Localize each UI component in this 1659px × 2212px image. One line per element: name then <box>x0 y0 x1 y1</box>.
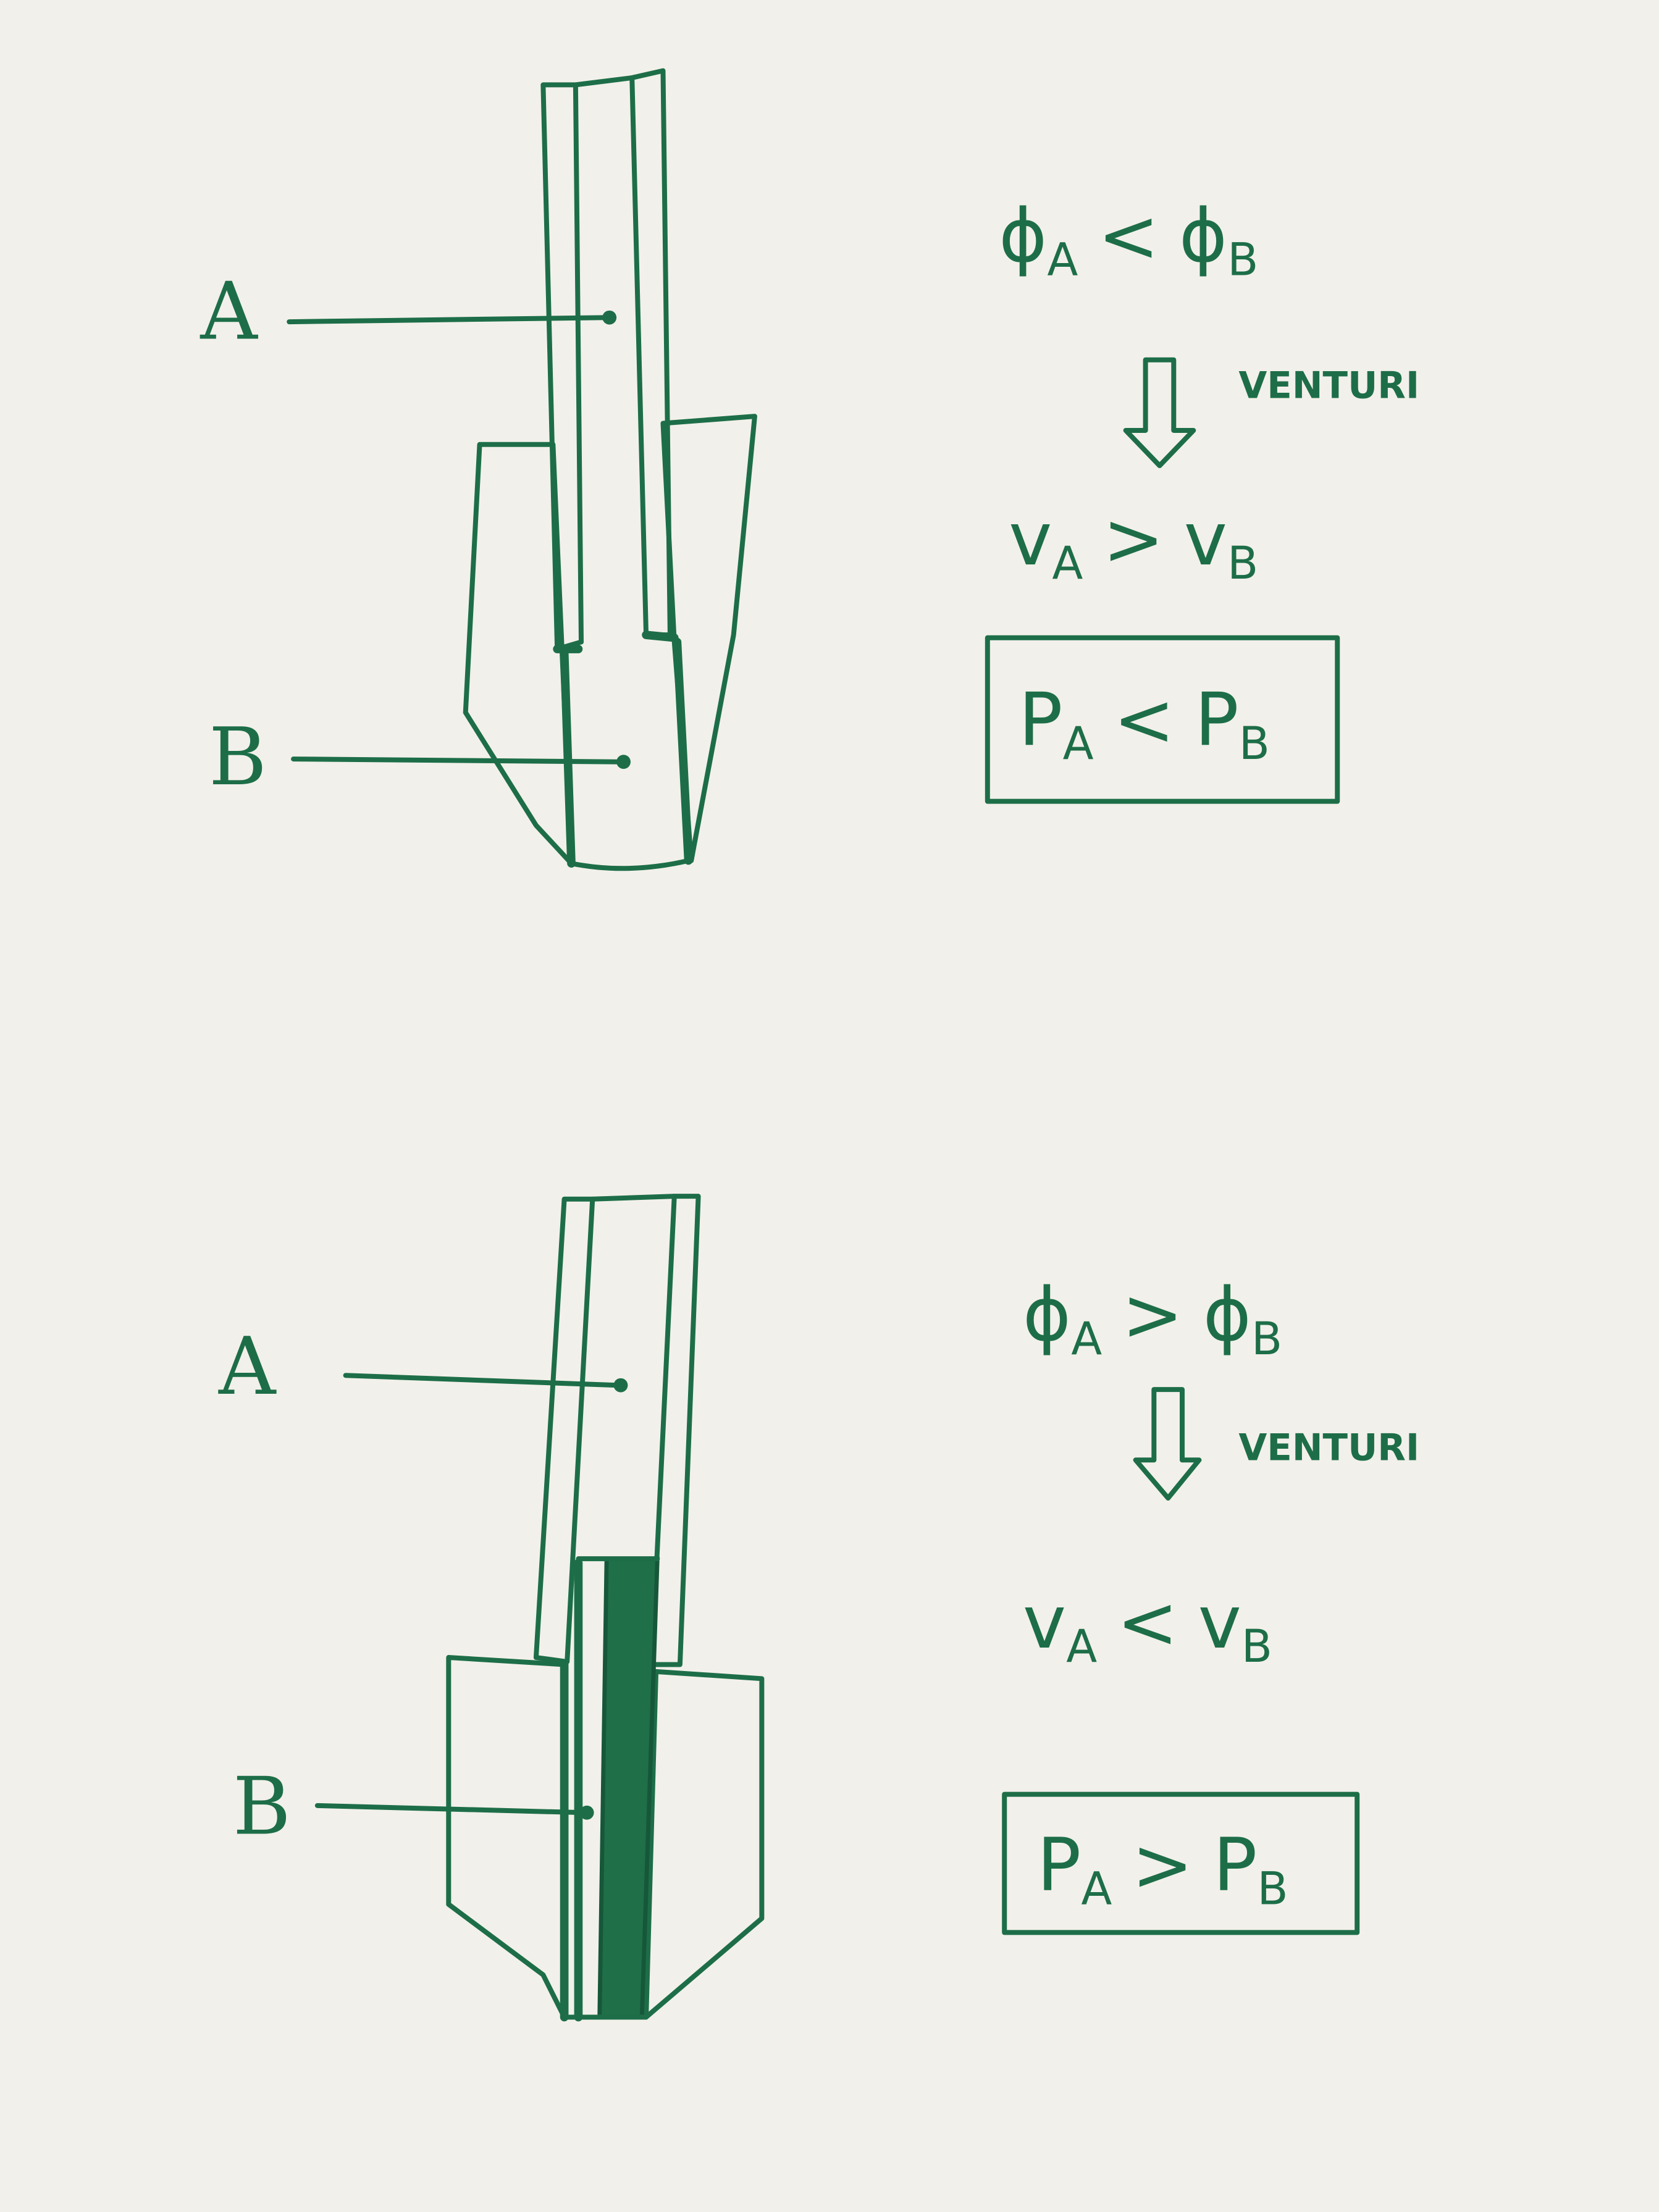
venturi-label: VENTURI <box>1238 1426 1419 1469</box>
tube-wall-right <box>629 68 673 638</box>
diagram-bottom: A B ϕA>ϕB VENTURI vA<vB PA>PB <box>218 1194 1419 2022</box>
label-b: B <box>209 711 267 803</box>
pressure-relation: PA<PB <box>1018 677 1270 770</box>
point-b <box>616 755 631 769</box>
pressure-relation: PA>PB <box>1037 1823 1288 1916</box>
diameter-relation: ϕA<ϕB <box>999 194 1258 287</box>
tube-wall-right <box>649 1194 701 1667</box>
label-a: A <box>218 1321 277 1413</box>
body-left-section <box>446 1655 567 2020</box>
label-a: A <box>200 266 258 358</box>
leader-b <box>314 1803 587 1816</box>
velocity-relation: vA>vB <box>1009 497 1258 590</box>
arrow-down-icon <box>1133 1387 1202 1501</box>
venturi-label: VENTURI <box>1238 364 1419 407</box>
step-shoulder <box>553 631 679 653</box>
tube-wall-left <box>533 1196 595 1664</box>
point-a <box>613 1378 628 1393</box>
result-box <box>1002 1791 1360 1935</box>
bore-b-walls <box>560 1559 583 2022</box>
body-left-section <box>463 442 574 866</box>
result-box <box>985 635 1340 804</box>
leader-a <box>343 1373 621 1388</box>
bore-b-walls <box>560 637 693 868</box>
body-right-section <box>660 414 757 863</box>
nozzle-drawing-bottom <box>446 1194 765 2022</box>
bore-exit <box>569 858 691 871</box>
body-right-section <box>644 1669 765 2020</box>
label-b: B <box>233 1761 291 1853</box>
arrow-down-icon <box>1123 357 1196 469</box>
tube-top-edge <box>590 1194 677 1202</box>
point-b <box>579 1805 594 1820</box>
leader-a <box>287 315 610 325</box>
leader-b <box>291 756 623 765</box>
tube-top-edge <box>573 75 635 88</box>
nozzle-drawing-top <box>463 68 757 871</box>
diagram-top: A B ϕA<ϕB VENTURI vA>vB PA<PB <box>200 68 1419 871</box>
point-a <box>602 310 617 325</box>
tube-wall-left <box>540 82 584 651</box>
velocity-relation: vA<vB <box>1023 1580 1272 1673</box>
diameter-relation: ϕA>ϕB <box>1023 1273 1282 1365</box>
